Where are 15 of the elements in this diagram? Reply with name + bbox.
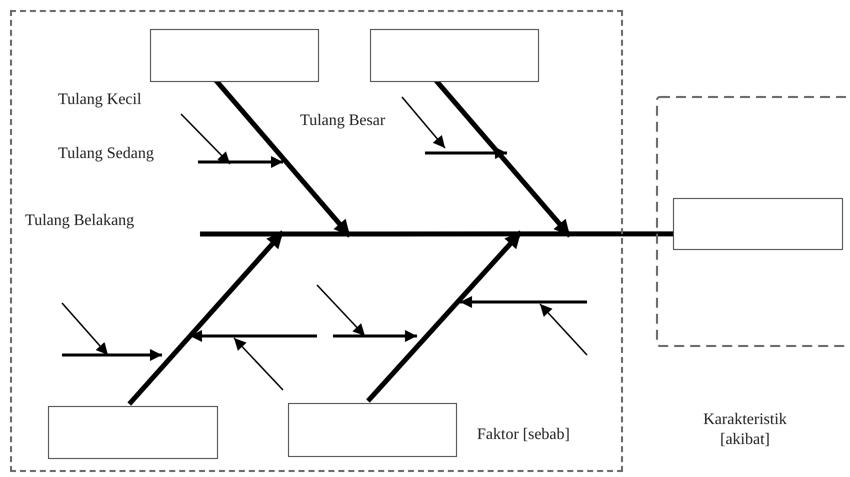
cause-region xyxy=(10,10,623,472)
category-box xyxy=(48,406,218,459)
bone-arrow xyxy=(127,230,285,406)
bone-arrow xyxy=(366,230,523,403)
region-label: Faktor [sebab] xyxy=(477,425,571,445)
category-box xyxy=(370,29,539,82)
category-box xyxy=(673,198,843,250)
category-box xyxy=(150,29,319,82)
bone-label: Tulang Kecil xyxy=(58,90,142,110)
region-label: Karakteristik [akibat] xyxy=(702,410,788,450)
bone-label: Tulang Belakang xyxy=(25,211,134,231)
category-box xyxy=(288,403,457,457)
bone-label: Tulang Sedang xyxy=(58,144,154,164)
bone-label: Tulang Besar xyxy=(300,111,386,131)
spine-line xyxy=(200,231,673,236)
